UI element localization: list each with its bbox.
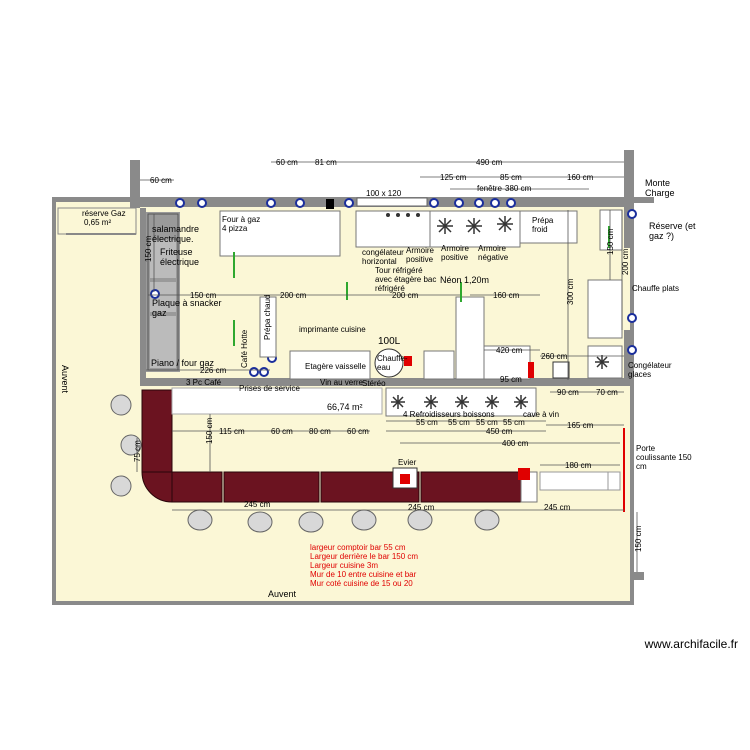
- bar-stools: [110, 394, 500, 533]
- dim-490: 490 cm: [476, 158, 503, 167]
- neon-lines: [233, 226, 610, 346]
- credit-text[interactable]: www.archifacile.fr: [644, 637, 738, 651]
- dim-150-v2: 150 cm: [606, 228, 615, 255]
- dim-125: 125 cm: [440, 173, 467, 182]
- etagere-label: Etagère vaisselle: [305, 362, 366, 371]
- piano-label: Piano / four gaz: [151, 358, 215, 368]
- dim-150-v4: 150 cm: [634, 525, 643, 552]
- reserve-area-label: 0,65 m²: [84, 218, 112, 227]
- dim-81: 81 cm: [315, 158, 337, 167]
- dim-160-a: 160 cm: [567, 173, 594, 182]
- chauffe-plats-label: Chauffe plats: [632, 284, 679, 293]
- dim-450: 450 cm: [486, 427, 513, 436]
- note-line: Mur de 10 entre cuisine et bar: [310, 570, 417, 579]
- prepa-froid-label: Prépa froid: [532, 216, 554, 234]
- dim-95: 95 cm: [500, 375, 522, 384]
- dim-200-b: 200 cm: [392, 291, 419, 300]
- reserve-gaz2-label: Réserve (et gaz ?): [649, 221, 696, 241]
- dim-70: 70 cm: [596, 388, 618, 397]
- dim-150-a: 150 cm: [190, 291, 217, 300]
- etagere-vaisselle-box: [289, 350, 371, 380]
- armoire-negative-label: Armoire négative: [478, 244, 509, 262]
- congelateur-horizontal-label: congélateur horizontal: [362, 248, 404, 266]
- dim-85: 85 cm: [500, 173, 522, 182]
- dim-180: 180 cm: [565, 461, 592, 470]
- salamandre-label: salamandre électrique.: [152, 224, 200, 244]
- dim-150-v1: 150 cm: [144, 235, 153, 262]
- dim-226: 226 cm: [200, 366, 227, 375]
- dim-245-c: 245 cm: [544, 503, 571, 512]
- prises-label: Prises de service: [239, 384, 300, 393]
- note-line: largeur comptoir bar 55 cm: [310, 543, 406, 552]
- fridge-icons-top: [437, 216, 513, 234]
- note-line: Mur coté cuisine de 15 ou 20: [310, 579, 413, 588]
- armoire-positive-2-label: Armoire positive: [441, 244, 470, 262]
- dim-75: 75 cm: [133, 440, 142, 462]
- dim-80: 80 cm: [309, 427, 331, 436]
- dim-55-d: 55 cm: [503, 418, 525, 427]
- armoire-positive-1-label: Armoire positive: [406, 246, 435, 264]
- porte-label: Porte coulissante 150 cm: [636, 444, 692, 471]
- auvent-left-label: Auvent: [60, 365, 70, 394]
- evier-label: Evier: [398, 458, 417, 467]
- dim-60-b: 60 cm: [150, 176, 172, 185]
- dim-55-b: 55 cm: [448, 418, 470, 427]
- dim-90: 90 cm: [557, 388, 579, 397]
- window-top: [356, 197, 428, 207]
- refroidisseurs-label: 4 Refroidisseurs boissons: [403, 410, 495, 419]
- dim-400: 400 cm: [502, 439, 529, 448]
- dim-420: 420 cm: [496, 346, 523, 355]
- tour-refrigere-box: [455, 296, 485, 380]
- congelateur-glaces-label: Congélateur glaces: [628, 361, 672, 379]
- dim-115: 115 cm: [219, 427, 245, 436]
- tour-refrigere-label: Tour réfrigéré avec étagère bac réfrigér…: [375, 266, 437, 293]
- burners: [386, 213, 420, 217]
- dim-260: 260 cm: [541, 352, 568, 361]
- neon-label: Néon 1,20m: [440, 275, 490, 285]
- prepa-chaud-table: [259, 296, 277, 358]
- dim-200-v: 200 cm: [621, 248, 630, 275]
- reserve-gaz-label: réserve Gaz: [82, 209, 126, 218]
- chauffe-eau-label: Chauffe-eau: [377, 354, 408, 372]
- dim-60-a: 60 cm: [276, 158, 298, 167]
- surface-label: 66,74 m²: [327, 402, 363, 412]
- upper-worktops: [219, 209, 623, 257]
- fenetre-label: fenêtre: [477, 184, 502, 193]
- dim-380: 380 cm: [505, 184, 532, 193]
- dim-100x120: 100 x 120: [366, 189, 402, 198]
- note-line: Largeur cuisine 3m: [310, 561, 379, 570]
- chauffe-eau-circle: [374, 348, 404, 378]
- stereo-label: Stéréo: [362, 379, 386, 388]
- dim-55-a: 55 cm: [416, 418, 438, 427]
- dim-200-a: 200 cm: [280, 291, 307, 300]
- friteuse-label: Friteuse électrique: [160, 247, 200, 267]
- vin-label: Vin au verre: [320, 378, 363, 387]
- dim-160-b: 160 cm: [493, 291, 520, 300]
- auvent-bottom-label: Auvent: [268, 589, 297, 599]
- cave-vin-label: cave à vin: [523, 410, 560, 419]
- dim-55-c: 55 cm: [476, 418, 498, 427]
- dimension-lines: [136, 161, 638, 572]
- note-line: Largeur derrière le bar 150 cm: [310, 552, 419, 561]
- pc-cafe-label: 3 Pc Café: [186, 378, 222, 387]
- dim-60-d: 60 cm: [347, 427, 369, 436]
- dim-165: 165 cm: [567, 421, 594, 430]
- notes-block: largeur comptoir bar 55 cm Largeur derri…: [310, 543, 418, 588]
- cafe-hotte-label: Café Hotte: [240, 329, 249, 368]
- bar-counter: [141, 389, 522, 503]
- imprimante-label: imprimante cuisine: [299, 325, 366, 334]
- dim-245-a: 245 cm: [244, 500, 271, 509]
- monte-charge-label: Monte Charge: [645, 178, 675, 198]
- reserve-gaz-box: [57, 207, 137, 235]
- back-bar: [171, 387, 383, 415]
- chauffe-100l-label: 100L: [378, 336, 401, 347]
- dim-300-v: 300 cm: [566, 278, 575, 305]
- prepa-chaud-label: Prépa chaud: [263, 294, 272, 340]
- dim-245-b: 245 cm: [408, 503, 435, 512]
- plaque-label: Plaque à snacker gaz: [152, 298, 222, 318]
- dim-60-c: 60 cm: [271, 427, 293, 436]
- dim-150-v3: 150 cm: [205, 417, 214, 444]
- four-gaz-label: Four à gaz 4 pizza: [222, 215, 261, 233]
